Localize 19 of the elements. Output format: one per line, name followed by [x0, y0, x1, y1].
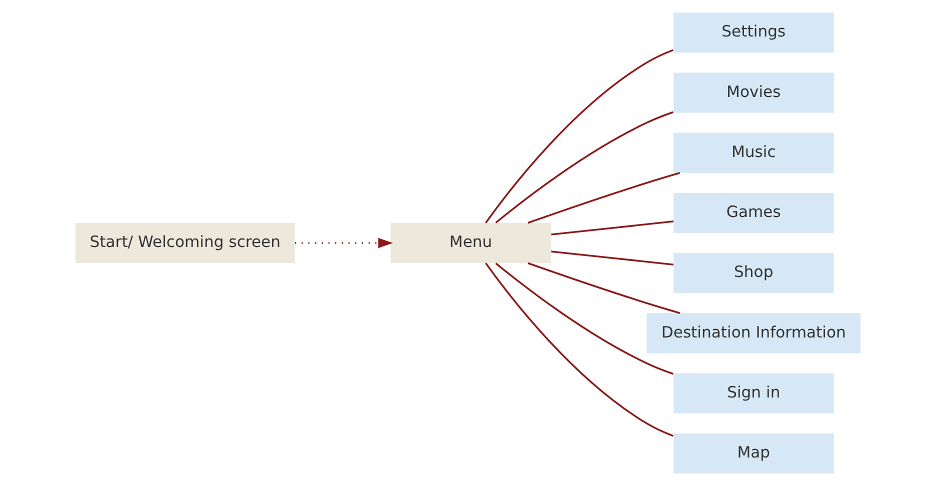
arrow [295, 238, 393, 248]
node-box: Games [673, 192, 834, 233]
connector [485, 49, 674, 224]
connector [485, 262, 674, 437]
connector [551, 250, 674, 266]
connector [495, 111, 674, 224]
node-box: Destination Information [646, 313, 861, 354]
connector [528, 262, 680, 314]
connector [528, 172, 680, 224]
node-box: Music [673, 132, 834, 173]
connector [495, 262, 674, 375]
node-box: Start/ Welcoming screen [75, 222, 295, 264]
connector [551, 220, 674, 236]
node-box: Map [673, 433, 834, 474]
node-box: Settings [673, 12, 834, 53]
node-box: Sign in [673, 373, 834, 414]
node-box: Movies [673, 72, 834, 113]
node-box: Menu [390, 222, 551, 264]
node-box: Shop [673, 253, 834, 294]
